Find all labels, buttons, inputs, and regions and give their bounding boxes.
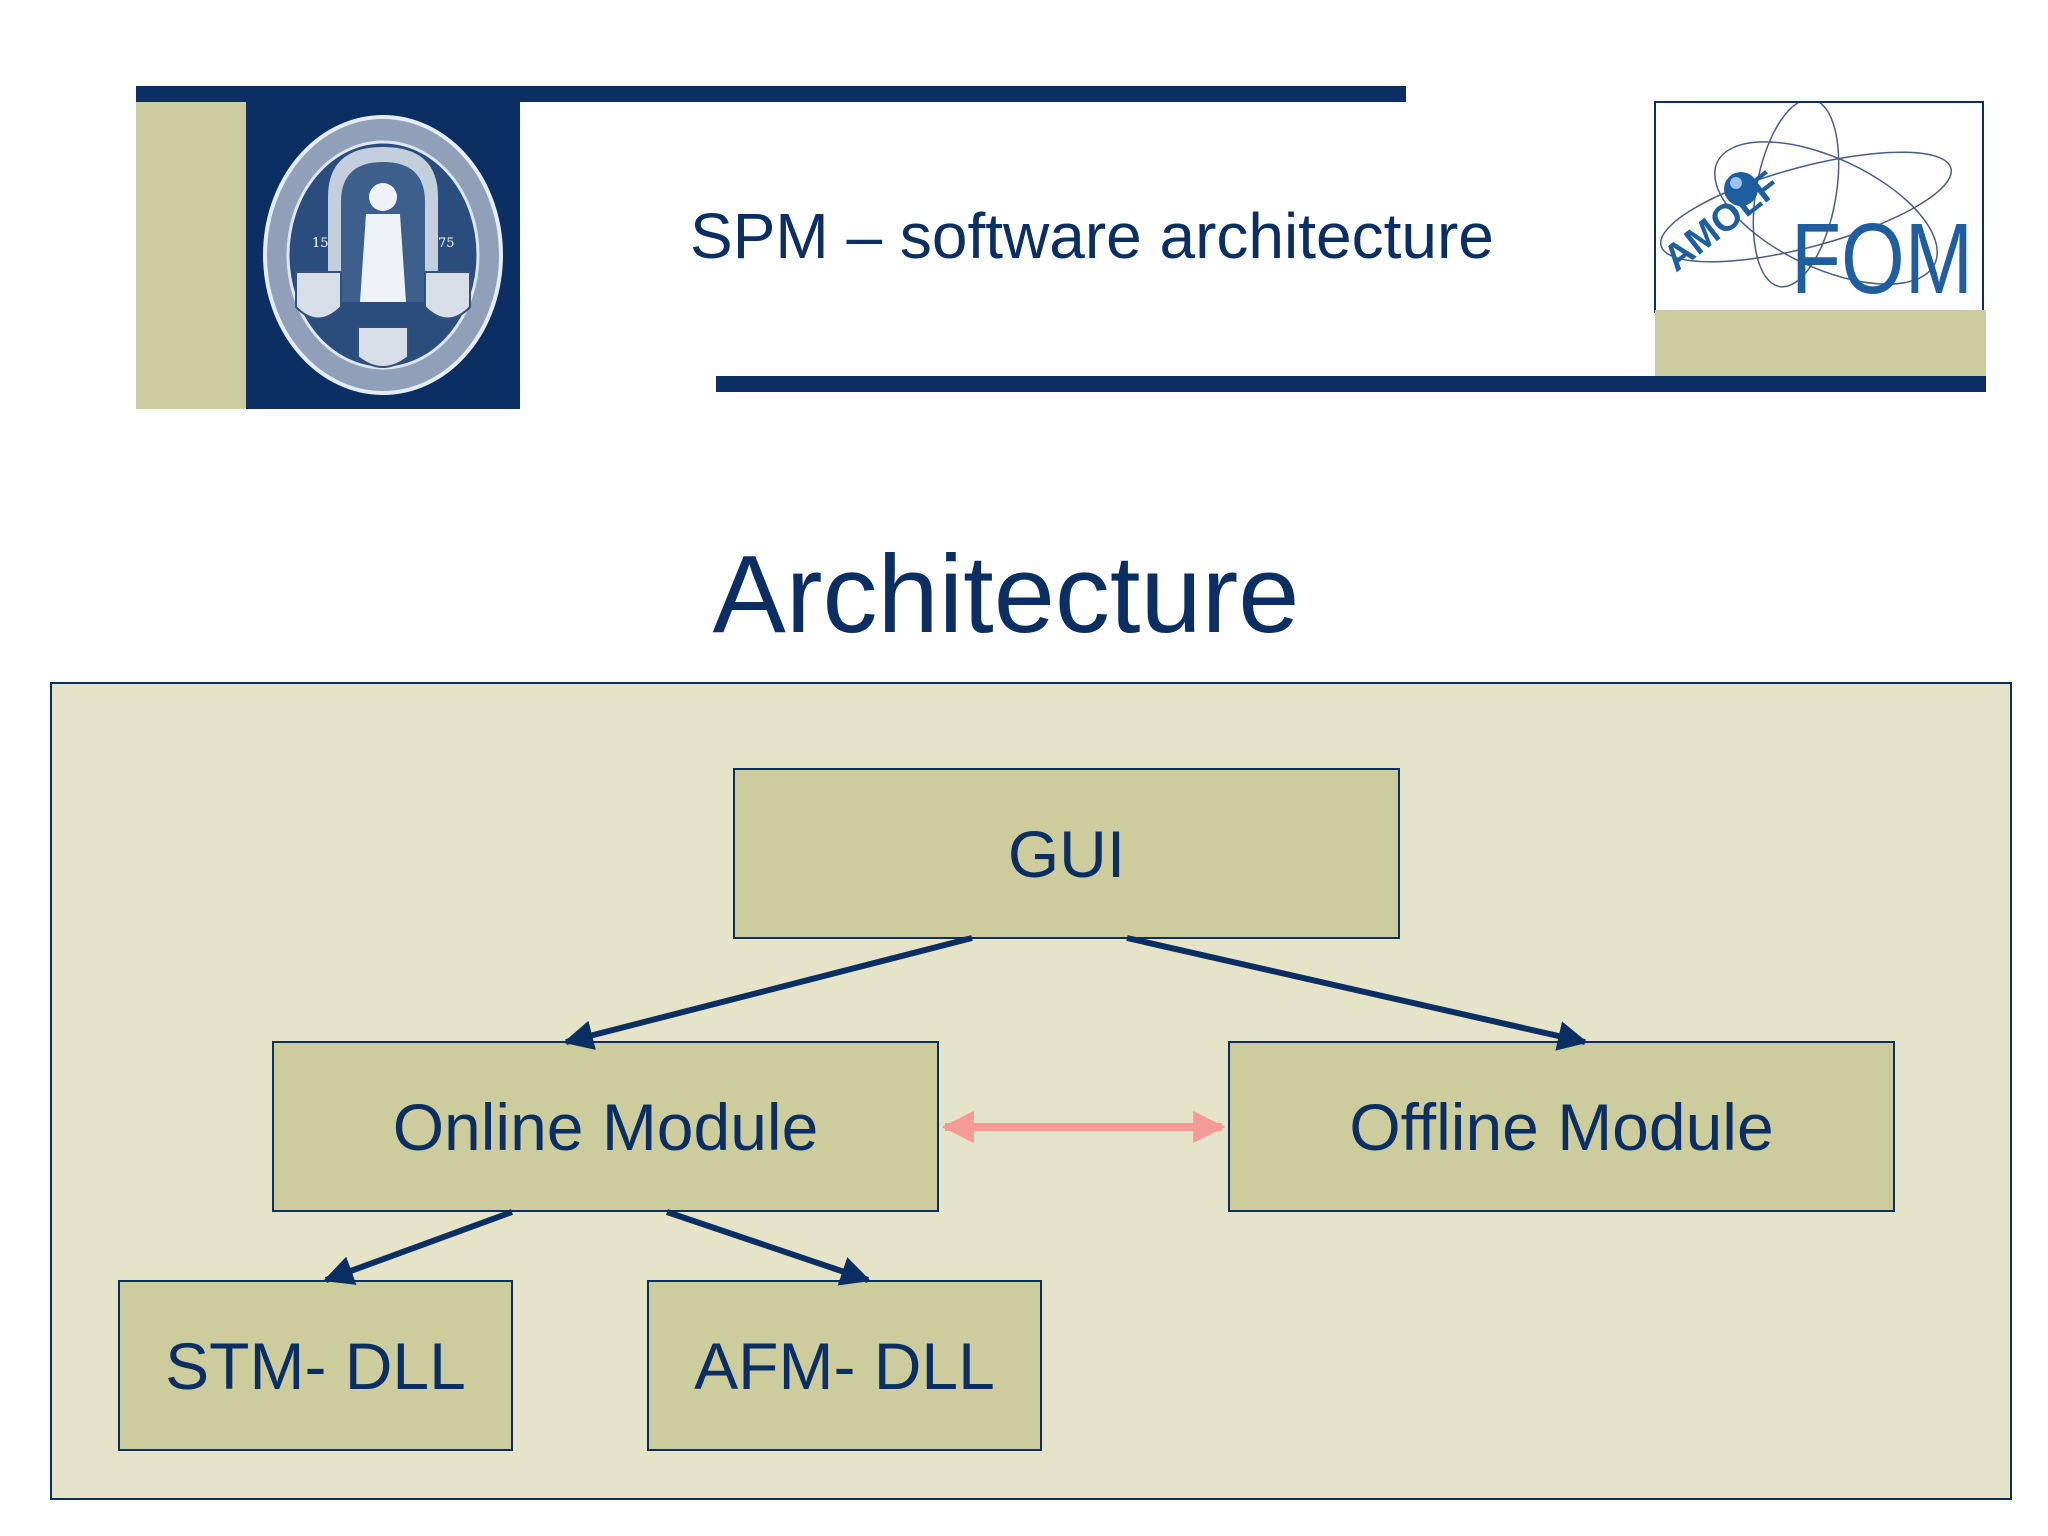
leiden-seal-logo: 15 75 — [246, 102, 520, 409]
seal-icon: 15 75 — [263, 115, 503, 395]
svg-text:15: 15 — [312, 236, 329, 251]
header-bottom-bar — [716, 376, 1986, 392]
svg-text:FOM: FOM — [1791, 203, 1973, 311]
svg-text:75: 75 — [438, 236, 455, 251]
svg-text:AMOLF: AMOLF — [1656, 164, 1788, 280]
header-khaki-block-right — [1655, 310, 1986, 376]
slide-title: Architecture — [712, 533, 1300, 656]
amolf-fom-icon: AMOLF FOM — [1656, 98, 1973, 315]
header-top-bar — [136, 86, 1406, 102]
header-title: SPM – software architecture — [690, 200, 1494, 272]
node-gui: GUI — [733, 768, 1400, 939]
node-afm-dll: AFM- DLL — [647, 1280, 1042, 1451]
node-online-module: Online Module — [272, 1041, 939, 1212]
node-offline-module: Offline Module — [1228, 1041, 1895, 1212]
amolf-fom-logo: AMOLF FOM — [1654, 98, 1984, 315]
header-khaki-block-left — [136, 102, 248, 409]
node-stm-dll: STM- DLL — [118, 1280, 513, 1451]
